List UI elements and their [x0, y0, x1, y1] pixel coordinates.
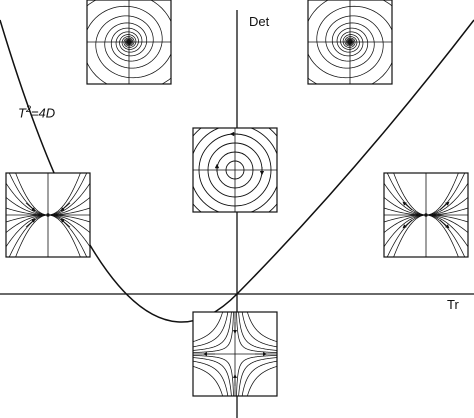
spiral-trajectory — [87, 5, 171, 84]
parabola-label-exponent: 2 — [25, 104, 31, 114]
saddle-trajectory — [236, 312, 277, 353]
node-sink-portrait — [5, 172, 91, 258]
node-trajectory — [6, 214, 49, 248]
equilibrium-point — [348, 40, 352, 44]
saddle-trajectory — [193, 312, 229, 348]
node-arrow — [439, 219, 450, 229]
node-arrow — [25, 218, 36, 228]
saddle-trajectory — [247, 365, 277, 396]
spiral-trajectory — [308, 0, 392, 79]
node-trajectory — [386, 214, 427, 257]
parabola-label-rest: =4D — [30, 105, 56, 121]
node-trajectory — [425, 173, 466, 216]
closed-orbit — [225, 160, 245, 180]
spiral-sink-portrait — [86, 0, 172, 85]
saddle-trajectory — [193, 312, 232, 351]
equilibrium-point — [46, 213, 50, 217]
node-arrow — [402, 219, 413, 229]
node-trajectory — [6, 207, 49, 216]
node-trajectory — [386, 173, 427, 216]
node-trajectory — [8, 214, 49, 257]
spiral-trajectory — [87, 0, 171, 79]
node-trajectory — [47, 214, 88, 257]
saddle-trajectory — [238, 312, 277, 351]
saddle-trajectory — [193, 312, 234, 353]
node-trajectory — [393, 214, 427, 257]
node-arrow — [25, 202, 36, 212]
node-source-portrait — [383, 172, 469, 258]
node-trajectory — [8, 173, 49, 216]
node-arrow — [60, 202, 71, 212]
center-portrait — [192, 127, 278, 213]
node-trajectory — [15, 173, 49, 216]
equilibrium-point — [127, 40, 131, 44]
saddle-trajectory — [236, 355, 277, 396]
node-trajectory — [47, 173, 81, 216]
node-trajectory — [425, 207, 468, 216]
node-arrow — [60, 218, 71, 228]
node-trajectory — [47, 214, 81, 257]
node-trajectory — [425, 173, 459, 216]
equilibrium-point — [424, 213, 428, 217]
det-axis-label: Det — [249, 14, 270, 29]
parabola-label-base: T — [18, 105, 26, 121]
saddle-trajectory — [247, 312, 277, 343]
node-trajectory — [384, 207, 427, 216]
node-trajectory — [6, 182, 49, 216]
node-trajectory — [47, 182, 90, 216]
saddle-trajectory — [193, 360, 229, 396]
saddle-trajectory — [241, 312, 277, 348]
node-trajectory — [47, 214, 90, 248]
node-trajectory — [47, 214, 90, 234]
saddle-trajectory — [193, 355, 234, 396]
saddle-trajectory — [241, 360, 277, 396]
node-trajectory — [15, 214, 49, 257]
node-trajectory — [47, 173, 88, 216]
saddle-trajectory — [193, 365, 223, 396]
node-trajectory — [425, 214, 459, 257]
saddle-trajectory — [238, 357, 277, 396]
node-arrow — [402, 201, 413, 211]
tr-axis-label: Tr — [447, 297, 459, 312]
saddle-portrait — [192, 311, 278, 397]
saddle-trajectory — [193, 312, 223, 343]
node-arrow — [439, 201, 450, 211]
node-trajectory — [393, 173, 427, 216]
node-trajectory — [47, 207, 90, 216]
node-trajectory — [384, 214, 427, 234]
saddle-trajectory — [193, 357, 232, 396]
parabola-label: T2=4D — [18, 104, 55, 120]
spiral-source-portrait — [307, 0, 393, 85]
spiral-trajectory — [308, 5, 392, 84]
node-trajectory — [425, 214, 466, 257]
node-trajectory — [6, 214, 49, 234]
node-trajectory — [425, 214, 468, 234]
